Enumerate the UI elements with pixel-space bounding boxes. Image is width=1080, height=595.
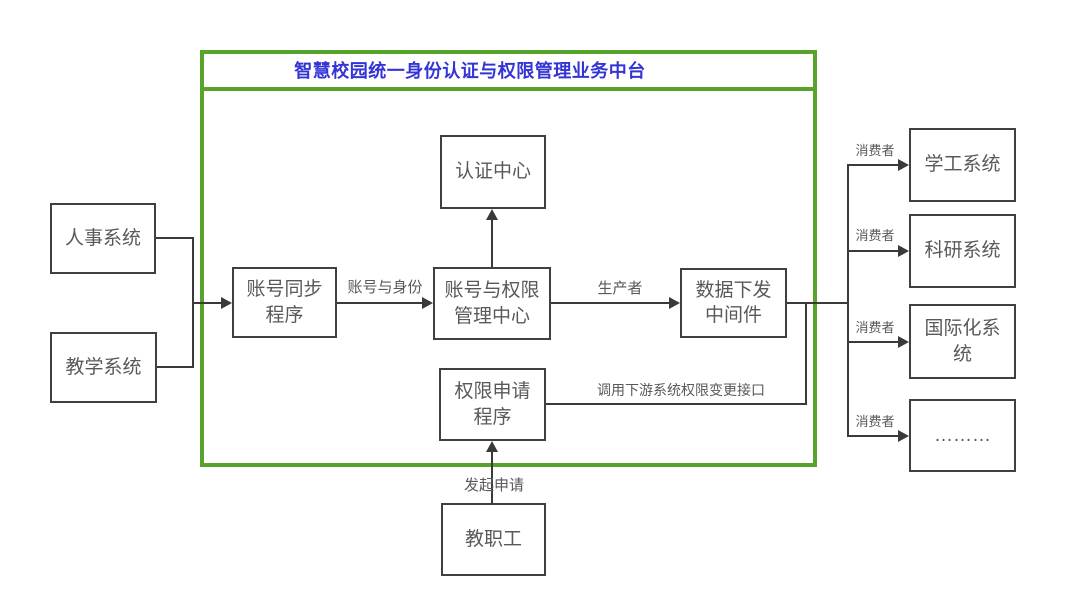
- edge-label-consumer-1: 消费者: [855, 143, 895, 158]
- arrowhead-into-research-icon: [898, 245, 909, 257]
- edge-perm-callback-vertical: [805, 303, 807, 404]
- arrowhead-into-international-icon: [898, 336, 909, 348]
- node-account-sync: 账号同步 程序: [232, 267, 337, 338]
- edge-junction-to-sync: [192, 302, 223, 304]
- node-data-middleware: 数据下发 中间件: [680, 268, 787, 338]
- arrowhead-into-auth-icon: [486, 209, 498, 220]
- arrowhead-into-perm-icon: [486, 441, 498, 452]
- node-staff: 教职工: [441, 503, 546, 576]
- arrowhead-into-sync-icon: [221, 297, 232, 309]
- edge-label-consumer-2: 消费者: [855, 228, 895, 243]
- arrowhead-into-middleware-icon: [669, 297, 680, 309]
- edge-fan-to-others: [848, 435, 898, 437]
- node-student-system: 学工系统: [909, 128, 1016, 202]
- node-teaching-system: 教学系统: [50, 332, 157, 403]
- edge-fan-to-research: [848, 250, 898, 252]
- node-hr-system: 人事系统: [50, 203, 156, 274]
- platform-title: 智慧校园统一身份认证与权限管理业务中台: [294, 61, 646, 81]
- edge-label-account-identity: 账号与身份: [347, 279, 423, 296]
- edge-center-to-auth: [491, 219, 493, 267]
- edge-label-initiate: 发起申请: [463, 477, 524, 494]
- platform-header-divider: [200, 87, 817, 91]
- edge-perm-callback-horizontal: [546, 403, 807, 405]
- edge-label-callback: 调用下游系统权限变更接口: [597, 382, 765, 398]
- edge-fanout-vertical: [847, 164, 849, 437]
- edge-middleware-out: [787, 302, 848, 304]
- edge-sync-to-center: [337, 302, 423, 304]
- edge-fan-to-student: [848, 164, 898, 166]
- node-others: ………: [909, 399, 1016, 472]
- edge-label-producer: 生产者: [597, 280, 643, 297]
- edge-hr-to-junction: [156, 237, 194, 239]
- node-perm-request: 权限申请 程序: [439, 368, 546, 441]
- edge-staff-to-perm: [491, 450, 493, 503]
- edge-teaching-to-junction: [157, 366, 194, 368]
- edge-center-to-middleware: [551, 302, 670, 304]
- arrowhead-into-center-icon: [422, 297, 433, 309]
- platform-container-frame: [200, 50, 817, 467]
- edge-label-consumer-4: 消费者: [855, 414, 895, 429]
- node-research-system: 科研系统: [909, 214, 1016, 288]
- node-account-perm-center: 账号与权限 管理中心: [433, 267, 551, 340]
- edge-label-consumer-3: 消费者: [855, 320, 895, 335]
- edge-fan-to-international: [848, 341, 898, 343]
- node-auth-center: 认证中心: [440, 135, 546, 209]
- node-international-system: 国际化系 统: [909, 304, 1016, 379]
- arrowhead-into-others-icon: [898, 430, 909, 442]
- arrowhead-into-student-icon: [898, 159, 909, 171]
